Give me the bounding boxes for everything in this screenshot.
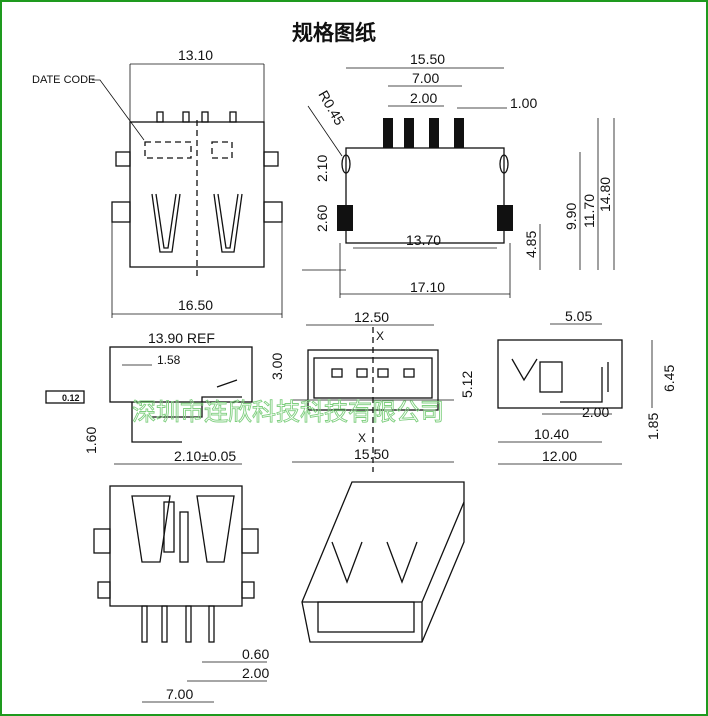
dim-485: 4.85 bbox=[523, 231, 539, 258]
dim-990: 9.90 bbox=[563, 203, 579, 230]
dim-bottom-width-side: 17.10 bbox=[410, 279, 445, 295]
dim-pin-pitch: 2.00 bbox=[410, 90, 437, 106]
dim-radius: R0.45 bbox=[315, 88, 348, 129]
dim-200: 2.00 bbox=[582, 404, 609, 420]
dim-inner-width: 13.70 bbox=[406, 232, 441, 248]
dim-505: 5.05 bbox=[565, 308, 592, 324]
opening-view: 12.50 X 3.00 5.12 X 15.50 bbox=[269, 309, 475, 472]
drawing-title: 规格图纸 bbox=[292, 21, 376, 45]
dim-ref-length: 13.90 REF bbox=[148, 330, 215, 346]
dim-pin-width: 1.00 bbox=[510, 95, 537, 111]
flatness-value: 0.12 bbox=[62, 393, 80, 403]
axis-label-x: X bbox=[376, 329, 384, 343]
dim-opening-300: 3.00 bbox=[269, 353, 285, 380]
dim-overall-width: 15.50 bbox=[410, 51, 445, 67]
dim-185: 1.85 bbox=[645, 413, 661, 440]
bottom-view: 0.60 2.00 7.00 bbox=[93, 485, 269, 703]
side-view: 15.50 7.00 2.00 1.00 R0.45 2.10 2.60 13.… bbox=[302, 51, 615, 298]
front-view: 13.10 DATE CODE 16.50 bbox=[32, 47, 283, 318]
dim-bottom-span: 7.00 bbox=[166, 686, 193, 702]
dim-1170: 11.70 bbox=[581, 194, 597, 228]
dim-top-width: 13.10 bbox=[178, 47, 213, 63]
right-view: 5.05 6.45 2.00 1.85 10.40 12.00 bbox=[497, 308, 677, 465]
dim-1480: 14.80 bbox=[597, 177, 613, 212]
dim-opening-top: 12.50 bbox=[354, 309, 389, 325]
dim-bottom-pin-width: 0.60 bbox=[242, 646, 269, 662]
dim-post-height: 2.60 bbox=[314, 205, 330, 232]
dim-thickness: 1.60 bbox=[83, 427, 99, 454]
dim-opening-512: 5.12 bbox=[459, 371, 475, 398]
dim-bottom-width: 16.50 bbox=[178, 297, 213, 313]
dim-bottom-pitch: 2.00 bbox=[242, 665, 269, 681]
dim-offset: 1.58 bbox=[157, 353, 181, 367]
isometric-view bbox=[301, 481, 465, 643]
dim-slot-height: 2.10 bbox=[314, 155, 330, 182]
dim-pin-span: 7.00 bbox=[412, 70, 439, 86]
date-code-label: DATE CODE bbox=[32, 74, 95, 86]
dim-1200: 12.00 bbox=[542, 448, 577, 464]
profile-view: 13.90 REF 1.58 0.12 1.60 2.10±0.05 bbox=[45, 330, 253, 465]
dim-645: 6.45 bbox=[661, 365, 677, 392]
axis-label-x-lower: X bbox=[358, 431, 366, 445]
dim-1040: 10.40 bbox=[534, 426, 569, 442]
company-watermark: 深圳市连欣科技科技有限公司 bbox=[132, 398, 444, 426]
dim-opening-bottom: 15.50 bbox=[354, 446, 389, 462]
dim-pitch-tolerance: 2.10±0.05 bbox=[174, 448, 236, 464]
